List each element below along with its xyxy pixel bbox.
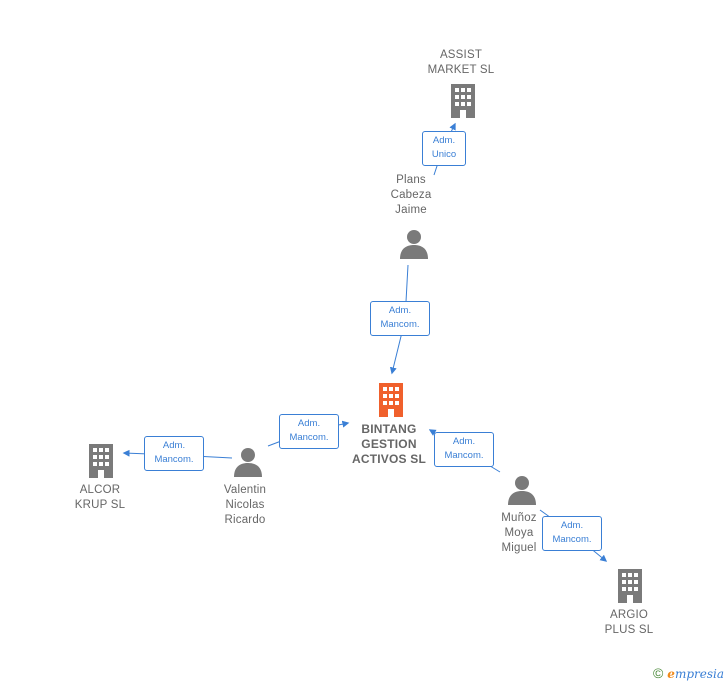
building-icon <box>379 383 403 417</box>
node-argio-plus[interactable]: ARGIO PLUS SL <box>587 608 671 638</box>
node-label: BINTANG GESTION ACTIVOS SL <box>351 422 426 466</box>
building-icon <box>618 569 642 603</box>
edge-label-valentin-bintang: Adm. Mancom. <box>279 414 339 449</box>
node-label: Plans Cabeza Jaime <box>390 174 432 216</box>
node-plans-cabeza-jaime[interactable]: Plans Cabeza Jaime <box>371 173 451 218</box>
edge-label-munoz-argio: Adm. Mancom. <box>542 516 602 551</box>
node-alcor-krup[interactable]: ALCOR KRUP SL <box>58 483 142 513</box>
node-assist-market[interactable]: ASSIST MARKET SL <box>413 48 509 78</box>
node-bintang-gestion-activos[interactable]: BINTANG GESTION ACTIVOS SL <box>336 422 442 467</box>
building-icon <box>451 84 475 118</box>
person-icon <box>400 230 428 259</box>
edge-label-munoz-bintang: Adm. Mancom. <box>434 432 494 467</box>
person-icon <box>508 476 536 505</box>
node-label: ALCOR KRUP SL <box>74 484 126 511</box>
node-munoz-moya-miguel[interactable]: Muñoz Moya Miguel <box>479 511 559 556</box>
node-valentin-nicolas-ricardo[interactable]: Valentin Nicolas Ricardo <box>205 483 285 528</box>
edge-label-plans-assist: Adm. Unico <box>422 131 466 166</box>
node-label: Muñoz Moya Miguel <box>501 512 537 554</box>
brand-footer: ©empresia <box>653 665 724 681</box>
edge-label-valentin-alcor: Adm. Mancom. <box>144 436 204 471</box>
copyright-icon: © <box>652 665 664 681</box>
edge-label-plans-bintang: Adm. Mancom. <box>370 301 430 336</box>
person-icon <box>234 448 262 477</box>
brand-logo: empresia <box>667 667 724 681</box>
node-label: ARGIO PLUS SL <box>604 609 654 636</box>
node-label: Valentin Nicolas Ricardo <box>223 484 267 526</box>
building-icon <box>89 444 113 478</box>
node-label: ASSIST MARKET SL <box>427 49 495 76</box>
